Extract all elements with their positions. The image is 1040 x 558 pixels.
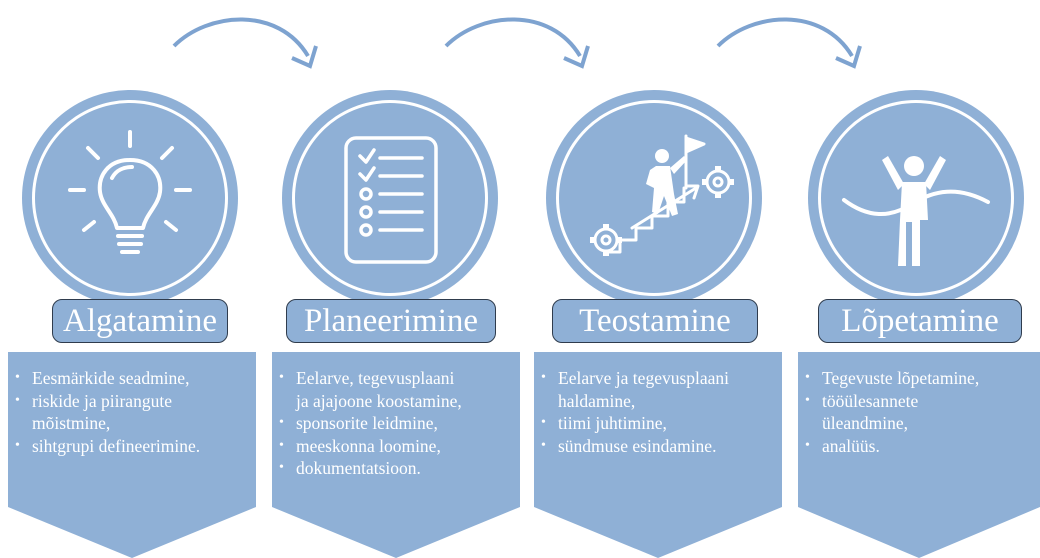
- list-item: •sihtgrupi defineerimine.: [15, 435, 201, 456]
- stage-details-panel: [798, 352, 1040, 558]
- stage-title: Teostamine: [579, 303, 731, 339]
- climbing-goal-icon: [590, 134, 734, 256]
- checklist-icon: [344, 136, 438, 264]
- stage-title: Lõpetamine: [841, 303, 999, 339]
- stage-circle-teostamine: [546, 90, 762, 306]
- lightbulb-icon: [68, 130, 192, 254]
- bullet-list: •Eesmärkide seadmine, •riskide ja piiran…: [12, 367, 256, 457]
- curved-arrow-icon: [444, 17, 590, 69]
- list-item: •sündmuse esindamine.: [541, 435, 717, 456]
- curved-arrow-icon: [716, 17, 862, 69]
- list-item: •meeskonna loomine,: [279, 435, 441, 456]
- list-item: •sponsorite leidmine,: [279, 413, 438, 433]
- stage-title-box: Lõpetamine: [818, 299, 1022, 343]
- stage-title-box: Algatamine: [52, 299, 228, 343]
- stage-title-box: Teostamine: [552, 299, 758, 343]
- list-item: •Eesmärkide seadmine,: [15, 368, 190, 388]
- list-item: •dokumentatsioon.: [279, 458, 421, 478]
- stage-circle-algatamine: [22, 90, 238, 306]
- stage-circle-lopetamine: [808, 90, 1024, 306]
- curved-arrow-icon: [172, 17, 318, 69]
- stage-details-panel: [534, 352, 782, 558]
- list-item: •tiimi juhtimine,: [541, 413, 667, 433]
- finish-line-runner-icon: [842, 156, 990, 266]
- stage-circle-planeerimine: [282, 90, 498, 306]
- stage-title-box: Planeerimine: [286, 299, 496, 343]
- stage-title: Algatamine: [63, 303, 217, 339]
- stage-details-panel: [272, 352, 520, 558]
- stage-details-panel: [8, 352, 256, 558]
- list-item: •Tegevuste lõpetamine,: [805, 368, 980, 388]
- list-item: •analüüs.: [805, 435, 880, 456]
- stage-title: Planeerimine: [303, 303, 479, 339]
